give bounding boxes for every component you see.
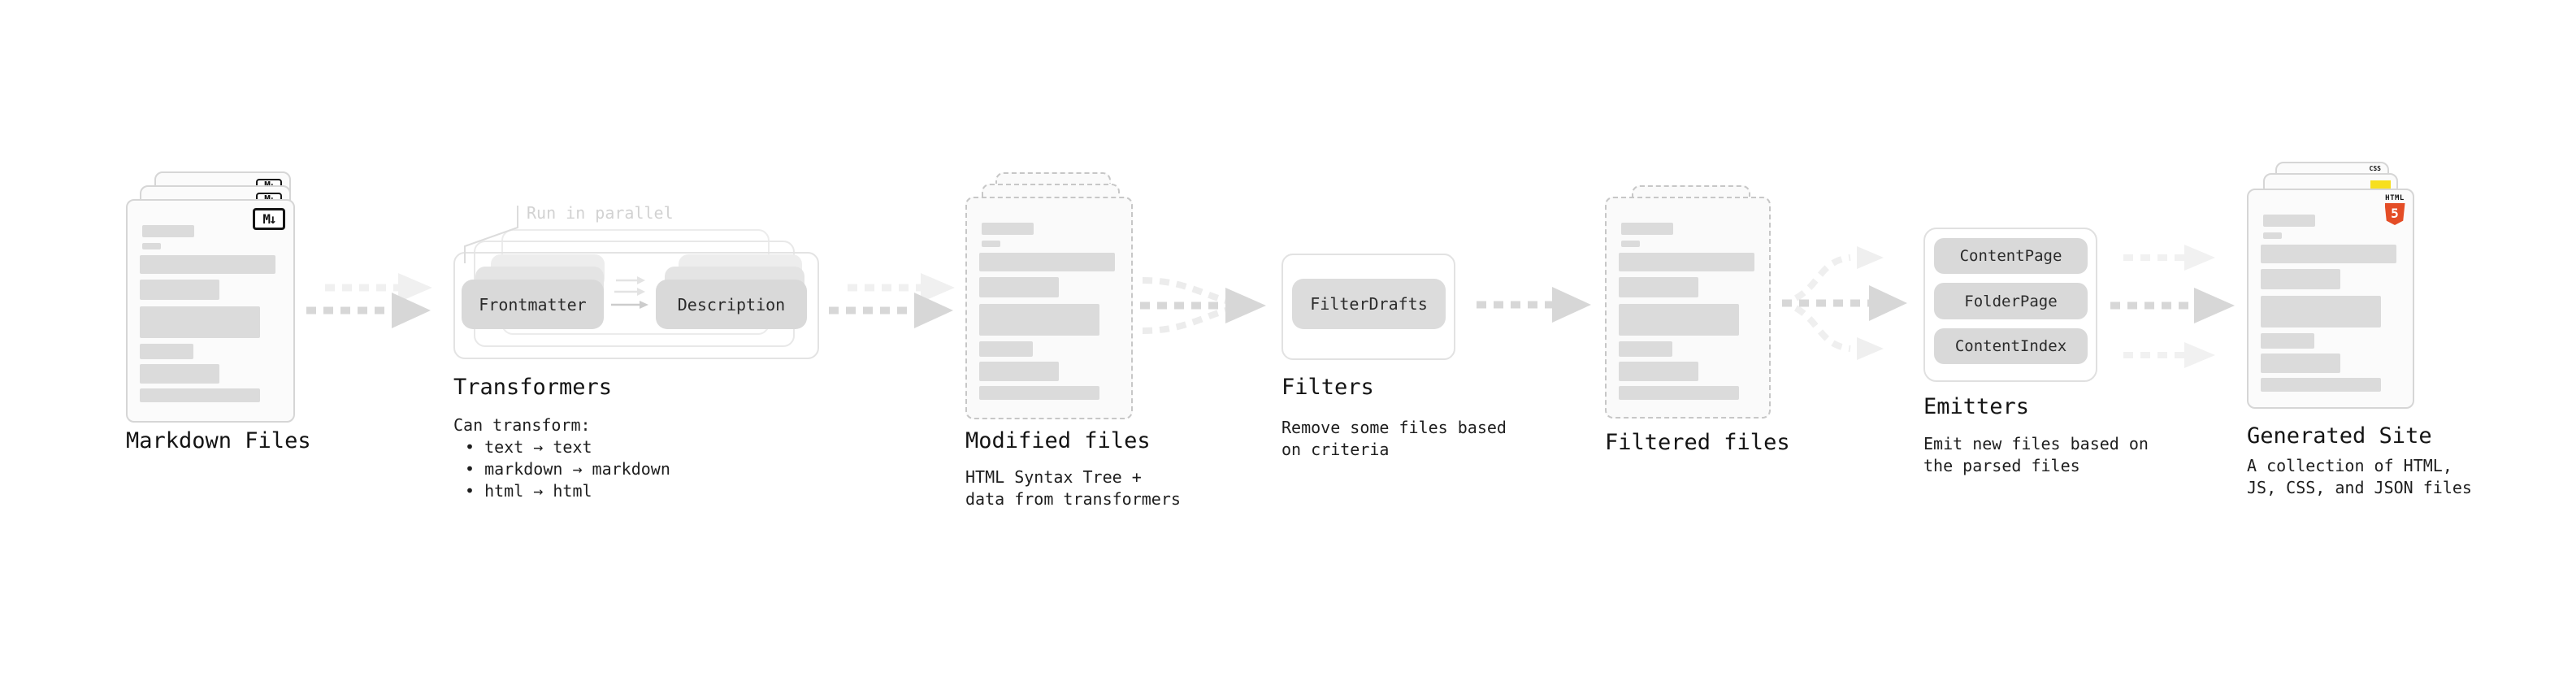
markdown-icon: M↓ [253,208,285,230]
stage-label-generated-site: Generated Site [2247,423,2432,449]
stage-label-filtered-files: Filtered files [1605,430,1790,455]
flow-arrow-faint-icon [2123,245,2215,271]
flow-arrow-double-icon [306,273,432,328]
text-line-placeholder [979,386,1099,400]
text-line-placeholder [2261,296,2381,327]
text-line-placeholder [2263,215,2315,227]
generated-site-desc-2: JS, CSS, and JSON files [2247,478,2472,497]
text-line-placeholder [2261,245,2396,263]
text-line-placeholder [2263,232,2282,239]
transformers-bullet-3: • html → html [465,481,592,501]
text-line-placeholder [982,223,1034,235]
generated-site-desc-1: A collection of HTML, [2247,456,2452,475]
modified-files-desc-2: data from transformers [965,489,1181,509]
text-line-placeholder [2261,378,2381,392]
text-line-placeholder [979,253,1115,271]
text-line-placeholder [1619,386,1739,400]
text-line-placeholder [2261,269,2340,289]
text-line-placeholder [140,344,193,359]
transformer-pill-description: Description [656,280,807,329]
text-line-placeholder [142,225,194,237]
flow-arrow-faint-icon [2123,342,2215,368]
text-line-placeholder [142,243,161,249]
stage-label-transformers: Transformers [453,375,613,400]
stage-label-markdown-files: Markdown Files [126,428,311,453]
text-line-placeholder [979,277,1059,297]
emitter-pill-contentindex: ContentIndex [1934,328,2088,364]
filter-pill-filterdrafts: FilterDrafts [1292,279,1446,329]
text-line-placeholder [2261,354,2340,373]
html5-word: HTML [2385,194,2405,202]
emitters-desc-2: the parsed files [1923,456,2080,475]
text-line-placeholder [1619,362,1698,381]
stage-label-modified-files: Modified files [965,428,1151,453]
filters-desc-2: on criteria [1281,440,1390,459]
text-line-placeholder [140,306,260,338]
text-line-placeholder [979,341,1033,357]
transformers-bullet-2: • markdown → markdown [465,459,670,479]
text-line-placeholder [140,388,260,402]
transformers-description-title: Can transform: [453,415,591,435]
text-line-placeholder [979,362,1059,381]
modified-file-card-front [965,197,1133,419]
fanout-arrow-icon [1782,246,1907,360]
transformer-pill-frontmatter: Frontmatter [462,280,604,329]
text-line-placeholder [982,241,1000,247]
js-badge-icon [2370,180,2391,191]
callout-line-icon [464,206,518,263]
text-line-placeholder [1619,253,1754,271]
text-line-placeholder [1619,277,1698,297]
text-line-placeholder [1619,341,1672,357]
stage-label-filters: Filters [1281,375,1374,400]
filters-desc-1: Remove some files based [1281,418,1507,437]
text-line-placeholder [1619,304,1739,336]
text-line-placeholder [2261,333,2314,349]
modified-files-desc-1: HTML Syntax Tree + [965,467,1142,487]
html5-badge-icon: HTML 5 [2384,194,2405,225]
flow-arrow-double-icon [829,273,955,328]
transformers-bullet-1: • text → text [465,437,592,457]
transformer-step-arrows-icon [611,276,648,309]
emitters-desc-1: Emit new files based on [1923,434,2149,453]
text-line-placeholder [140,255,275,274]
text-line-placeholder [1621,241,1640,247]
flow-arrow-icon [2110,288,2235,323]
markdown-file-card-front: M↓ [126,199,295,423]
html5-shield: 5 [2384,203,2405,225]
site-file-card-html: HTML 5 [2247,189,2414,409]
text-line-placeholder [140,280,219,300]
transformer-container-front [453,252,819,359]
text-line-placeholder [1621,223,1673,235]
text-line-placeholder [140,364,219,384]
stage-label-emitters: Emitters [1923,394,2030,419]
flow-arrow-icon [1477,287,1591,323]
merge-arrow-icon [1140,277,1266,334]
text-line-placeholder [979,304,1099,336]
filtered-file-card-front [1605,197,1771,419]
emitter-pill-contentpage: ContentPage [1934,238,2088,274]
run-in-parallel-annotation: Run in parallel [527,203,674,223]
emitter-pill-folderpage: FolderPage [1934,283,2088,319]
